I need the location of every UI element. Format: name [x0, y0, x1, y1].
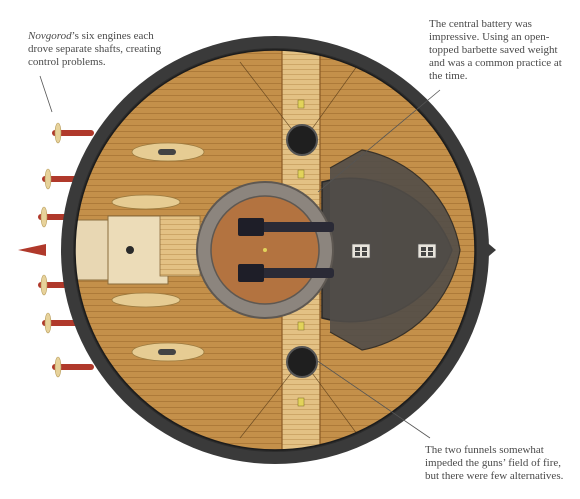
caption-funnels: The two funnels somewhat impeded the gun…: [425, 444, 564, 482]
stern-spur: [18, 244, 46, 256]
propeller-shafts: [18, 130, 94, 370]
cannon-icon: [238, 218, 334, 282]
shaft-2: [42, 176, 82, 182]
shaft-5: [42, 320, 82, 326]
leader-lines: [39, 75, 441, 439]
propeller-icon: [40, 122, 62, 378]
caption-engines-text: ’s six engines each drove separate shaft…: [28, 30, 162, 68]
deck: [75, 50, 475, 450]
skylight: [126, 246, 134, 254]
deck-fittings: [297, 99, 305, 407]
caption-central-battery: The central battery was impressive. Usin…: [429, 18, 562, 82]
shaft-1: [52, 130, 94, 136]
funnel-icon: [286, 124, 318, 378]
shaft-6: [52, 364, 94, 370]
caption-engines: Novgorod’s six engines each drove separa…: [28, 30, 178, 69]
boat-icon: [111, 142, 205, 362]
rigging-lines: [239, 61, 361, 439]
ship-name: Novgorod: [28, 30, 72, 42]
